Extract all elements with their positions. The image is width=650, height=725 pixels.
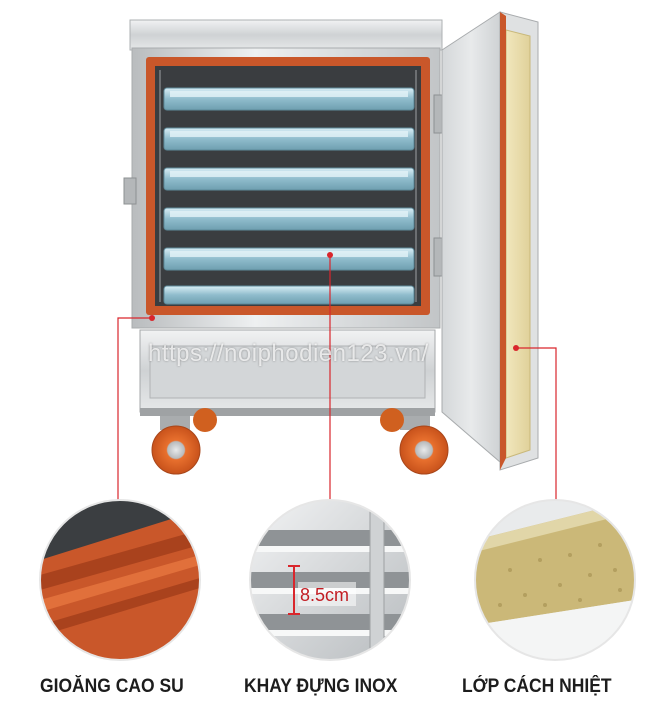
tray-detail-circle: 8.5cm	[250, 500, 410, 660]
callout-dot	[149, 315, 155, 321]
tray	[163, 207, 415, 231]
tray	[163, 247, 415, 271]
steam-trays	[163, 87, 415, 305]
callout-dot	[327, 252, 333, 258]
insulation-detail-circle	[475, 500, 635, 660]
tray	[163, 167, 415, 191]
tray	[163, 127, 415, 151]
open-door	[441, 11, 539, 471]
tray-label: KHAY ĐỰNG INOX	[244, 676, 398, 697]
callout-dot	[513, 345, 519, 351]
tray	[163, 87, 415, 111]
gasket-detail-circle	[40, 500, 200, 660]
insulation-label: LỚP CÁCH NHIỆT	[462, 676, 612, 697]
shelf-rails	[159, 70, 417, 302]
hinge	[123, 177, 137, 205]
callout-lines	[117, 255, 557, 505]
cabinet-top	[129, 19, 443, 51]
caster-wheels	[151, 408, 449, 475]
tray-height-dimension: 8.5cm	[300, 585, 349, 605]
tray	[163, 285, 415, 305]
gasket-label: GIOĂNG CAO SU	[40, 676, 184, 697]
